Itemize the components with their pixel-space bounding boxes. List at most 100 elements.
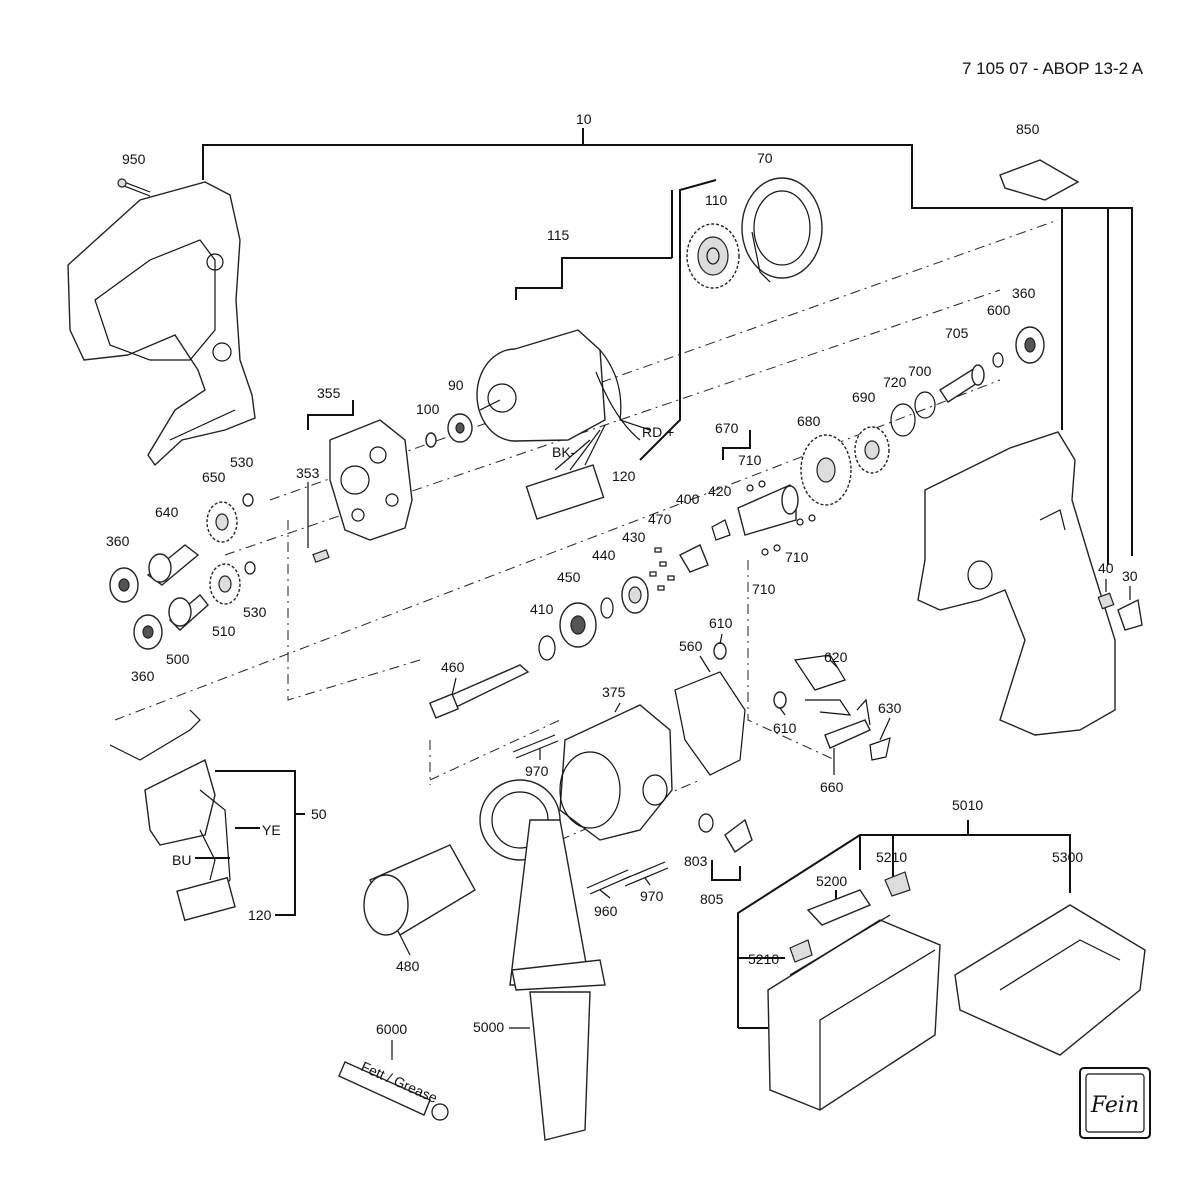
plate-630 [869,737,891,761]
washer-530-lower [244,561,256,575]
label-960: 960 [594,903,618,919]
label-680: 680 [797,413,821,429]
label-110: 110 [705,192,728,208]
label-660: 660 [820,779,844,795]
washer-100 [425,432,437,448]
circlip-440 [600,597,614,619]
label-620: 620 [824,649,848,665]
label-50: 50 [311,806,327,822]
case-group-5010 [737,820,1071,1029]
label-40: 40 [1098,560,1114,576]
label-bk: BK- [552,444,576,460]
lever-660 [824,698,871,749]
label-90: 90 [448,377,464,393]
label-710-b: 710 [785,549,809,565]
ring-600 [992,352,1004,368]
pin-353 [307,482,330,563]
bearing-360-left-upper [109,567,139,603]
label-120-switch: 120 [248,907,272,923]
label-360-right: 360 [1012,285,1036,301]
clutch-670 [722,430,799,536]
gear-690 [854,426,890,474]
label-355: 355 [317,385,341,401]
label-970-lower: 970 [640,888,664,904]
label-420: 420 [708,483,732,499]
label-10: 10 [576,111,592,127]
label-950: 950 [122,151,146,167]
label-100: 100 [416,401,440,417]
case-latch-5210-a [789,939,813,963]
label-850: 850 [1016,121,1040,137]
gear-650 [206,501,238,543]
part-400 [679,544,709,573]
label-650: 650 [202,469,226,485]
gasket-560 [674,671,746,776]
circlip-700 [914,391,936,419]
fein-logo: Fein [1079,1067,1151,1139]
label-440: 440 [592,547,616,563]
case-latch-5210-b [884,871,911,897]
spindle-460 [428,664,530,719]
latch-30 [1117,598,1143,631]
screw-960 [586,869,632,895]
label-803: 803 [684,853,708,869]
carry-case [767,914,941,1111]
switch-50 [109,709,305,922]
label-120-motor: 120 [612,468,636,484]
ring-720 [890,403,916,437]
label-710-a: 710 [738,452,762,468]
label-640: 640 [155,504,179,520]
label-360-left-upper: 360 [106,533,130,549]
spring-620 [793,654,852,716]
bearing-360-right [1015,326,1045,364]
label-30: 30 [1122,568,1138,584]
label-670: 670 [715,420,739,436]
clutch-disc-430 [621,576,649,614]
label-710-c: 710 [752,581,776,597]
label-560: 560 [679,638,703,654]
label-720: 720 [883,374,907,390]
spring-40 [1097,592,1115,610]
label-970-upper: 970 [525,763,549,779]
balls-710 [746,480,816,556]
shaft-500 [168,594,209,631]
case-handle-5200 [806,889,872,926]
gear-ring-110 [686,223,740,289]
label-600: 600 [987,302,1011,318]
label-530-lower: 530 [243,604,267,620]
label-460: 460 [441,659,465,675]
label-6000: 6000 [376,1021,407,1037]
label-480: 480 [396,958,420,974]
circlip-410 [538,635,556,661]
spindle-705 [939,364,985,403]
case-insert-5300 [954,904,1146,1056]
label-5210-upper: 5210 [876,849,907,865]
screw-970-lower [621,861,669,887]
part-labels: 10 850 950 70 110 115 360 600 705 700 72… [106,111,1138,1037]
gear-510 [209,563,241,605]
side-handle-5000 [511,959,606,1141]
label-5210-lower: 5210 [748,951,779,967]
label-410: 410 [530,601,554,617]
label-5300: 5300 [1052,849,1083,865]
label-470: 470 [648,511,672,527]
gear-housing-375 [559,704,673,841]
label-700: 700 [908,363,932,379]
label-5010: 5010 [952,797,983,813]
washer-530-upper [242,493,254,507]
label-353: 353 [296,465,320,481]
label-610-upper: 610 [709,615,733,631]
motor-115 [476,257,672,520]
housing-half-right [917,431,1116,736]
label-690: 690 [852,389,876,405]
label-630: 630 [878,700,902,716]
label-70: 70 [757,150,773,166]
grease-tube-6000: Fett / Grease [338,1058,449,1121]
label-705: 705 [945,325,969,341]
knob-803 [698,813,753,881]
label-500: 500 [166,651,190,667]
label-510: 510 [212,623,236,639]
bushing-610-upper [713,642,727,660]
pinion-640 [146,544,200,586]
fein-logo-text: Fein [1090,1093,1139,1118]
